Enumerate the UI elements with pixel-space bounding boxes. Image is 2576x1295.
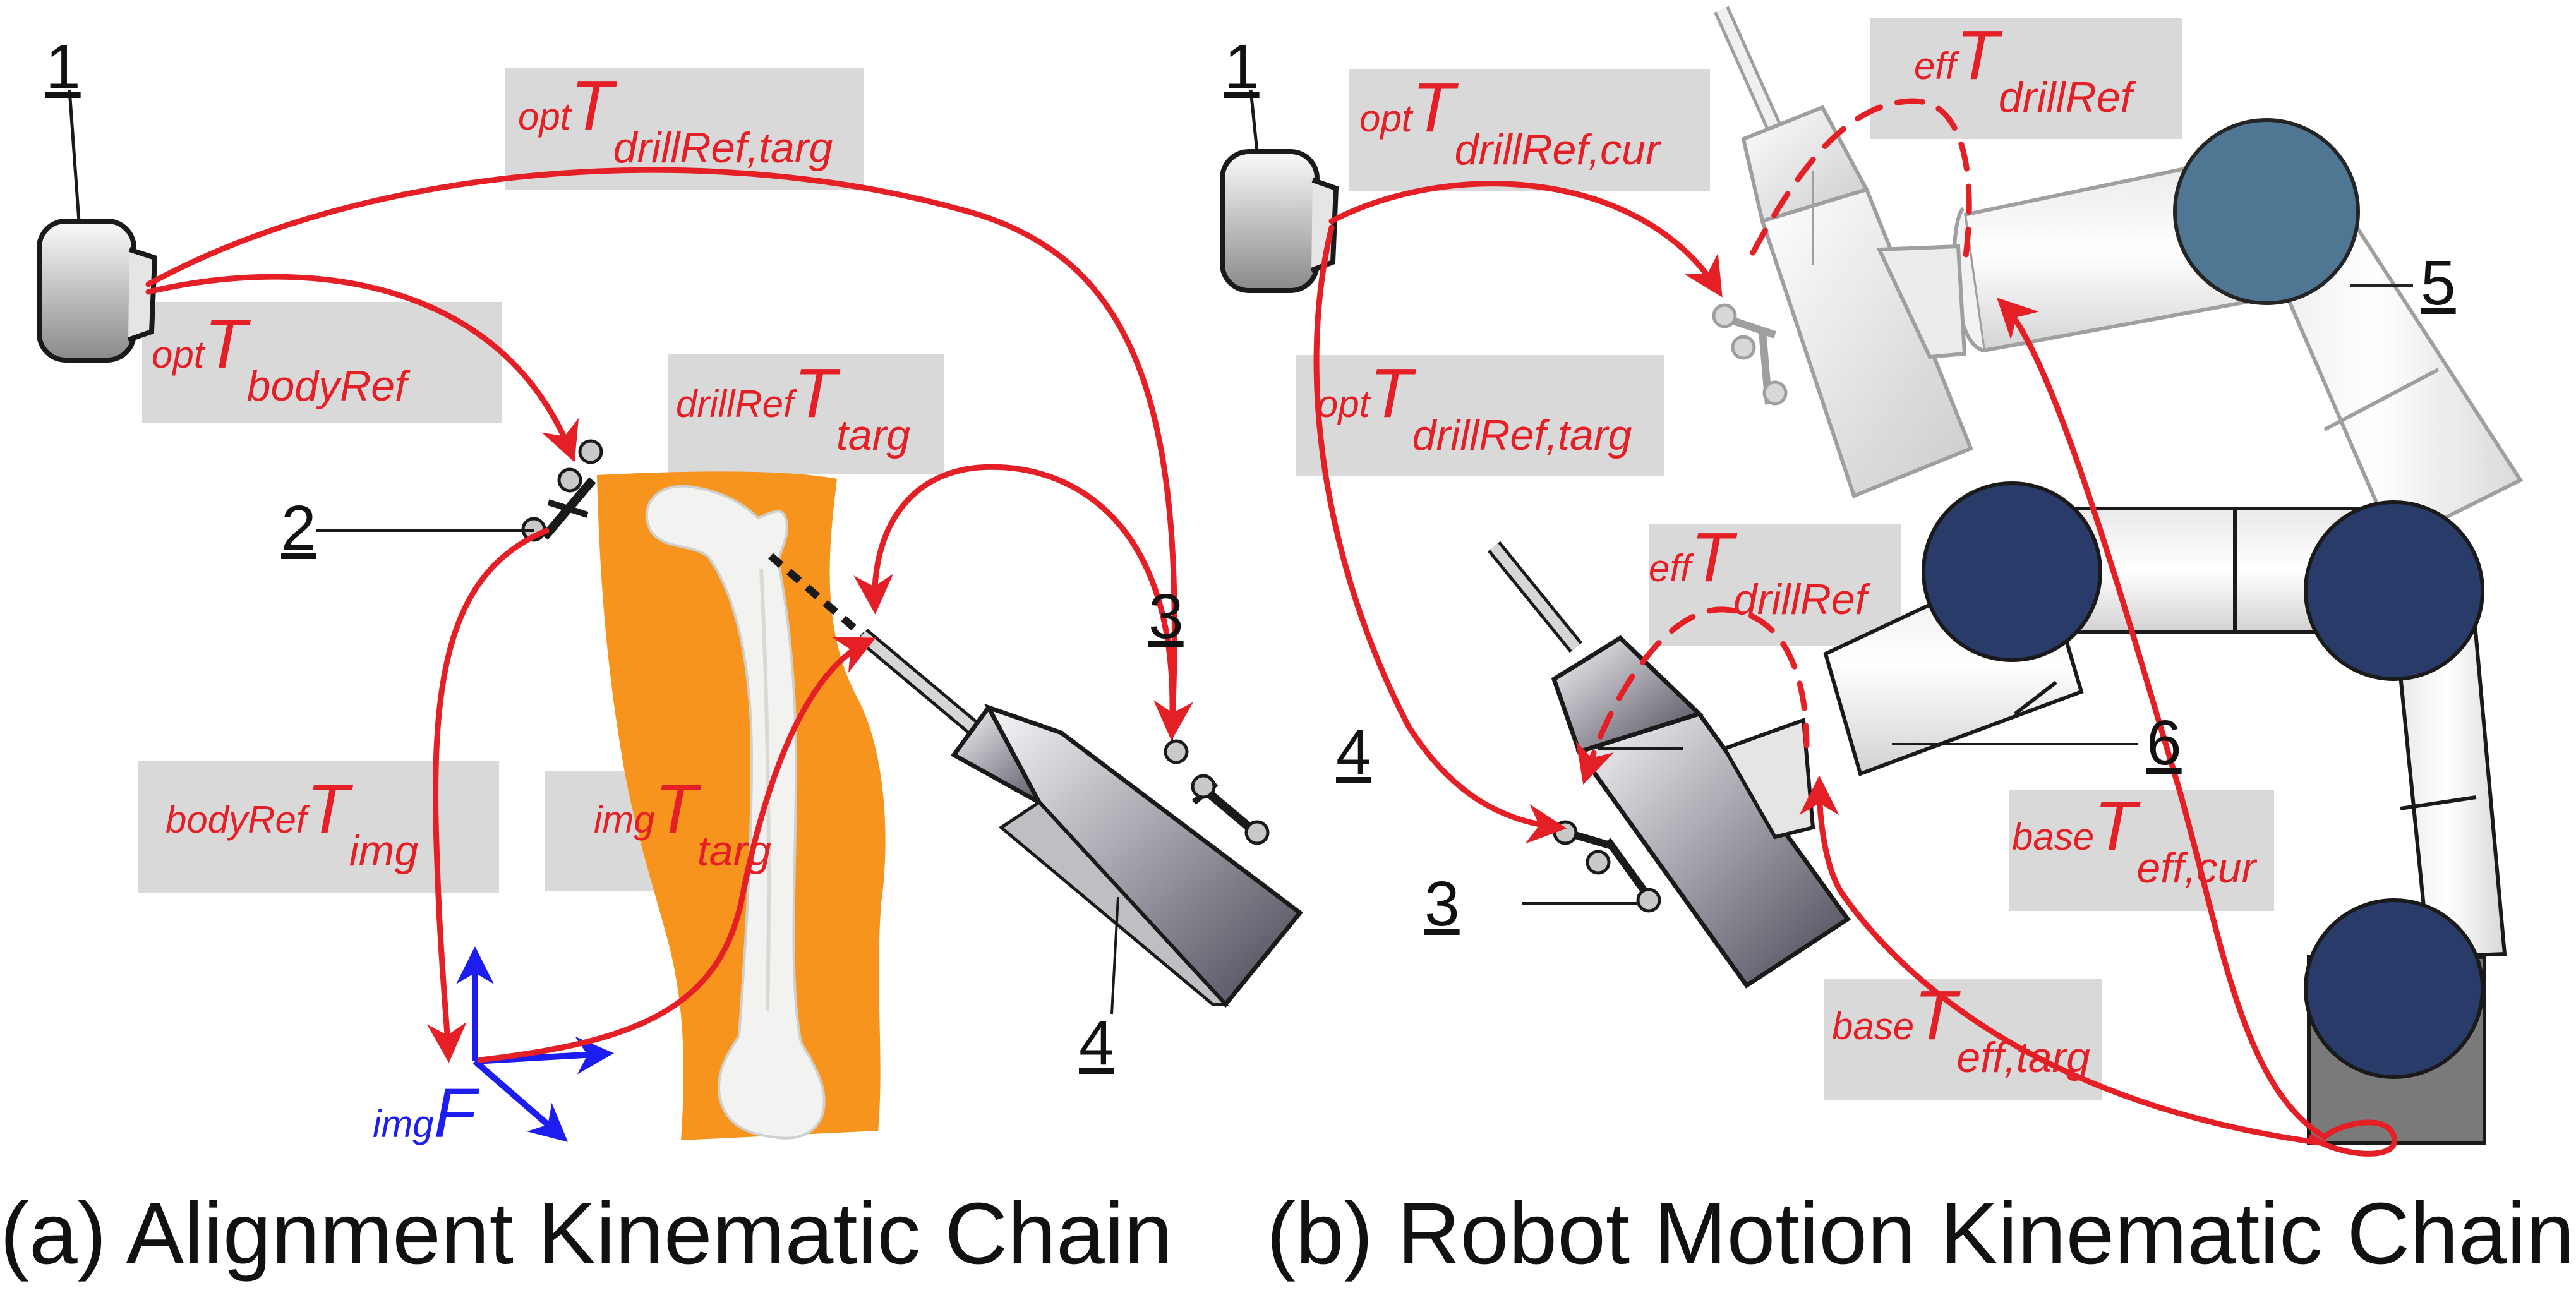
label-box-eff-drillref-bottom xyxy=(1649,524,1901,646)
label-box-base-eff-targ xyxy=(1824,979,2102,1100)
label-drillref-targ: drillRefTtarg xyxy=(676,354,910,459)
arrow-opt-drillref-cur xyxy=(1328,181,1723,298)
arrow-base-loop xyxy=(2309,1119,2398,1157)
callout-b-5: 5 xyxy=(2421,248,2456,318)
label-eff-drillref-top: effTdrillRef xyxy=(1914,16,2136,121)
callout-b-3: 3 xyxy=(1424,869,1460,939)
label-opt-drillref-targ: optTdrillRef,targ xyxy=(518,67,833,172)
image-frame-axes xyxy=(456,946,614,1142)
drill-trajectory xyxy=(768,553,865,638)
label-image-frame: imgF xyxy=(373,1075,480,1152)
drill-reference-marker-a xyxy=(1164,641,1270,845)
label-box-base-eff-cur xyxy=(2009,790,2274,911)
callout-b-1: 1 xyxy=(1224,32,1260,102)
arrow-bodyref-img xyxy=(426,527,550,1063)
label-opt-bodyref: optTbodyRef xyxy=(152,305,411,410)
femur-bone xyxy=(645,485,826,1140)
label-eff-drillref-bottom: effTdrillRef xyxy=(1649,519,1871,623)
body-reference-marker xyxy=(316,439,603,542)
arrow-eff-drillref-top xyxy=(1750,98,1972,268)
label-box-opt-drillref-cur xyxy=(1349,69,1710,191)
label-box-opt-bodyref xyxy=(142,302,502,423)
callout-b-6: 6 xyxy=(2146,708,2182,778)
label-base-eff-targ: baseTeff,targ xyxy=(1832,977,2090,1081)
arrow-opt-drillref-targ-b xyxy=(1313,224,1567,844)
panel-a: optTdrillRef,targ optTbodyRef drillRefTt… xyxy=(0,32,1304,1282)
arrow-base-eff-cur xyxy=(1997,298,2328,1140)
arrow-base-eff-targ xyxy=(1799,775,2328,1147)
callout-b-4: 4 xyxy=(1336,717,1371,788)
label-box-drillref-targ xyxy=(668,354,944,474)
panel-b: optTdrillRef,cur effTdrillRef optTdrillR… xyxy=(1220,6,2575,1282)
label-img-targ: imgTtarg xyxy=(594,770,771,875)
tracking-camera-b xyxy=(1220,89,1339,293)
arrow-eff-drillref-bottom xyxy=(1575,606,1810,785)
callout-a-1: 1 xyxy=(45,32,81,102)
arrow-img-targ xyxy=(477,637,876,1063)
arrow-opt-bodyref xyxy=(145,274,579,462)
callout-a-4: 4 xyxy=(1079,1008,1114,1078)
arrow-opt-drillref-targ xyxy=(145,167,1193,741)
callout-a-3: 3 xyxy=(1148,581,1184,652)
label-opt-drillref-cur: optTdrillRef,cur xyxy=(1359,69,1661,174)
arrow-drillref-targ xyxy=(853,464,1176,733)
robot-arm-current-pose xyxy=(1712,6,2524,546)
caption-a: (a) Alignment Kinematic Chain xyxy=(0,1185,1172,1282)
robot-arm-target-pose xyxy=(1487,481,2507,1079)
callout-a-2: 2 xyxy=(281,493,316,563)
label-box-eff-drillref-top xyxy=(1870,18,2182,139)
tracking-camera-a xyxy=(37,89,158,363)
label-bodyref-img: bodyRefTimg xyxy=(166,770,418,875)
image-plane xyxy=(597,471,886,1140)
label-base-eff-cur: baseTeff,cur xyxy=(2012,787,2258,892)
caption-b: (b) Robot Motion Kinematic Chain xyxy=(1267,1185,2575,1282)
surgical-drill-a xyxy=(857,629,1304,1015)
label-box-opt-drillref-targ-b xyxy=(1296,355,1664,476)
label-opt-drillref-targ-b: optTdrillRef,targ xyxy=(1317,354,1632,459)
